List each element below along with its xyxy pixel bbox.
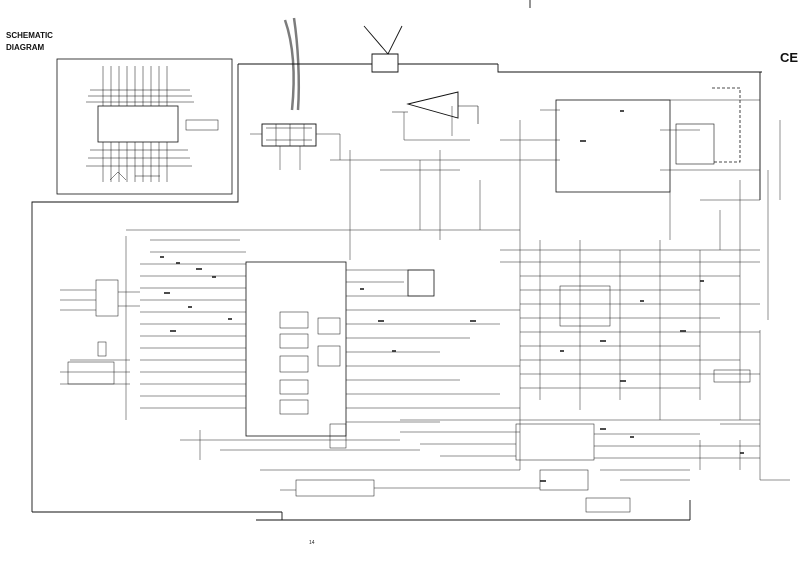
diagram-title-line1: SCHEMATIC: [6, 31, 53, 40]
component-symbols: [160, 110, 744, 482]
inset-border: [56, 58, 233, 195]
outer-border-lines: [31, 0, 762, 521]
inset-ic-body: [97, 105, 179, 143]
main-ic-blocks: [67, 87, 751, 513]
inset-ic-diagram: [56, 58, 233, 195]
main-ic: [245, 261, 347, 437]
page-number: 14: [309, 540, 315, 546]
upper-ic-block: [555, 99, 671, 193]
amplifier-symbol: [392, 91, 479, 124]
diagram-title-line2: DIAGRAM: [6, 43, 45, 52]
crt-neck-and-deflection: [261, 17, 403, 147]
relay-block: [407, 269, 435, 297]
cropped-heading-text: CE: [779, 50, 798, 65]
wiring-traces: [60, 99, 790, 491]
